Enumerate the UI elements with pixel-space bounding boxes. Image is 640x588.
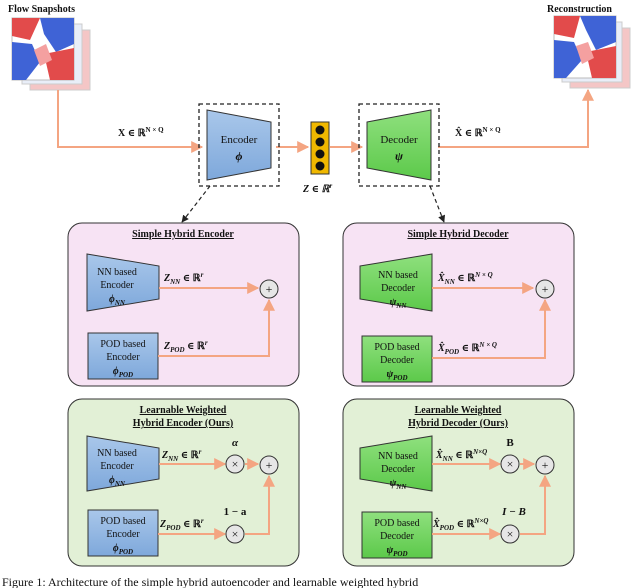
simple-encoder-z-pod: ZPOD ∈ ℝr (163, 339, 208, 354)
latent-vector (310, 121, 330, 175)
weighted-nn-encoder-line2: Encoder (100, 461, 134, 472)
weighted-nn-encoder-line1: NN based (97, 448, 137, 459)
simple-hybrid-encoder-title: Simple Hybrid Encoder (132, 229, 234, 240)
pod-decoder-line1: POD based (374, 342, 419, 353)
weighted-nn-decoder-line2: Decoder (381, 464, 416, 475)
weighted-decoder-title-line2: Hybrid Decoder (Ours) (408, 418, 508, 429)
weighted-pod-decoder-symbol: ψPOD (386, 545, 407, 558)
weighted-pod-encoder-symbol: ϕPOD (113, 543, 133, 556)
nn-decoder-line2: Decoder (381, 283, 416, 294)
weighted-decoder-x-pod: X̂POD ∈ ℝN×Q (432, 517, 489, 532)
decoder-block (366, 109, 432, 181)
weighted-encoder-multiply-nn (225, 454, 245, 474)
nn-encoder-block (86, 253, 160, 312)
weighted-nn-decoder-line1: NN based (378, 451, 418, 462)
nn-encoder-symbol: ϕNN (109, 294, 126, 307)
figure-caption: Figure 1: Architecture of the simple hyb… (2, 575, 418, 588)
flow-snapshots-title: Flow Snapshots (8, 4, 75, 15)
weighted-pod-encoder-line1: POD based (100, 516, 145, 527)
simple-decoder-sum-node (535, 279, 555, 299)
weighted-decoder-multiply-pod (500, 524, 520, 544)
pod-encoder-line2: Encoder (106, 352, 140, 363)
weighted-pod-decoder-line2: Decoder (380, 531, 415, 542)
weighted-decoder-x-nn: X̂NN ∈ ℝN×Q (435, 448, 487, 463)
encoder-label: Encoder (221, 134, 258, 146)
weighted-encoder-times-nn: × (232, 457, 239, 471)
pod-encoder-block (87, 332, 159, 380)
weighted-decoder-plus: + (542, 458, 549, 472)
weighted-nn-encoder-block (86, 435, 160, 492)
pod-decoder-line2: Decoder (380, 355, 415, 366)
weighted-encoder-multiply-pod (225, 524, 245, 544)
simple-encoder-z-nn: ZNN ∈ ℝr (163, 271, 204, 286)
pod-decoder-block (361, 335, 433, 383)
encoder-frame (198, 103, 280, 187)
weighted-pod-decoder-block (361, 511, 433, 559)
weighted-pod-decoder-line1: POD based (374, 518, 419, 529)
x-input-label: X ∈ ℝN × Q (118, 126, 164, 139)
nn-decoder-symbol: ψNN (390, 297, 408, 310)
encoder-block (206, 109, 272, 181)
weighted-decoder-multiply-nn (500, 454, 520, 474)
simple-decoder-plus: + (542, 282, 549, 296)
weighted-decoder-title-line1: Learnable Weighted (415, 405, 502, 416)
weighted-encoder-z-nn: ZNN ∈ ℝr (161, 448, 202, 463)
weighted-encoder-times-pod: × (232, 527, 239, 541)
encoder-symbol: ϕ (236, 149, 243, 163)
x-hat-output-label: X̂ ∈ ℝN × Q (455, 126, 501, 139)
reconstruction-title: Reconstruction (547, 4, 612, 15)
weighted-encoder-sum-node (259, 455, 279, 475)
simple-hybrid-decoder-title: Simple Hybrid Decoder (407, 229, 509, 240)
decoder-frame (358, 103, 440, 187)
weighted-encoder-title-line2: Hybrid Encoder (Ours) (133, 418, 233, 429)
nn-encoder-line2: Encoder (100, 280, 134, 291)
weighted-nn-decoder-symbol: ψNN (390, 478, 408, 491)
decoder-label: Decoder (380, 134, 418, 146)
simple-encoder-plus: + (266, 282, 273, 296)
weighted-encoder-z-pod: ZPOD ∈ ℝr (159, 517, 204, 532)
i-minus-beta-weight: I − B (501, 506, 526, 518)
weighted-nn-decoder-block (359, 435, 433, 492)
simple-decoder-x-nn: X̂NN ∈ ℝN × Q (437, 271, 493, 286)
weighted-encoder-plus: + (266, 458, 273, 472)
pod-encoder-symbol: ϕPOD (113, 366, 133, 379)
weighted-decoder-times-nn: × (507, 457, 514, 471)
simple-decoder-x-pod: X̂POD ∈ ℝN × Q (437, 341, 497, 356)
beta-weight: B (506, 437, 514, 449)
nn-decoder-line1: NN based (378, 270, 418, 281)
weighted-decoder-times-pod: × (507, 527, 514, 541)
weighted-nn-encoder-symbol: ϕNN (109, 475, 126, 488)
one-minus-alpha-weight: 1 − a (224, 506, 247, 518)
simple-encoder-sum-node (259, 279, 279, 299)
weighted-decoder-sum-node (535, 455, 555, 475)
decoder-symbol: ψ (395, 149, 404, 163)
latent-label: Z ∈ ℝr (302, 182, 332, 195)
weighted-encoder-title-line1: Learnable Weighted (140, 405, 227, 416)
nn-decoder-block (359, 253, 433, 312)
weighted-pod-encoder-line2: Encoder (106, 529, 140, 540)
flow-snapshot-stack (11, 17, 91, 91)
nn-encoder-line1: NN based (97, 267, 137, 278)
reconstruction-stack (553, 15, 631, 89)
alpha-weight: α (232, 437, 239, 449)
pod-encoder-line1: POD based (100, 339, 145, 350)
pod-decoder-symbol: ψPOD (386, 369, 407, 382)
